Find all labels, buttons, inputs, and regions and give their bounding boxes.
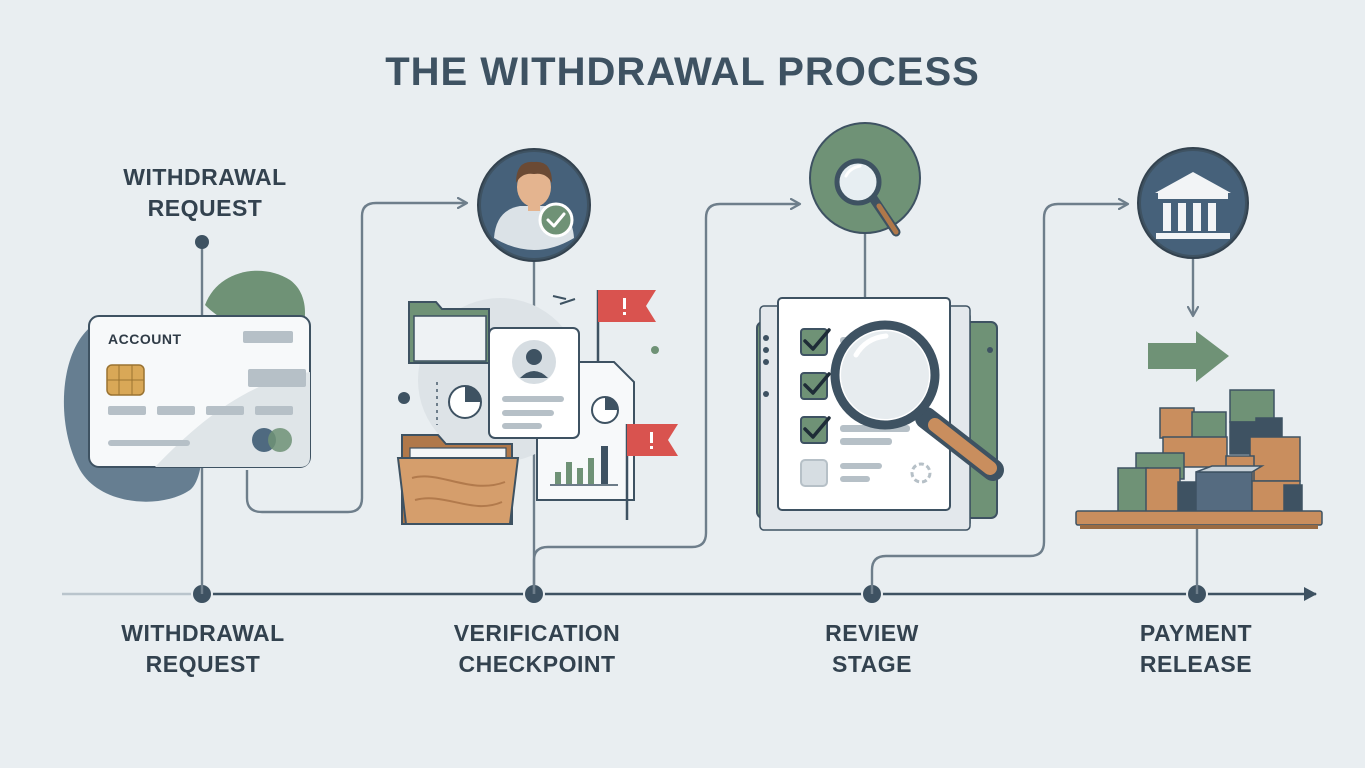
bank-icon (1137, 147, 1249, 259)
review-illustration (756, 297, 1004, 531)
account-card-label: ACCOUNT (108, 331, 182, 347)
warning-flag-icon (625, 424, 678, 520)
connectors (195, 203, 1197, 594)
timeline (62, 583, 1317, 605)
verification-illustration (396, 290, 678, 525)
warning-flag-icon (596, 290, 656, 363)
page-title: THE WITHDRAWAL PROCESS (385, 50, 980, 94)
withdrawal-request-callout: WITHDRAWAL REQUEST (123, 164, 287, 221)
stage-label-payment-release: PAYMENT RELEASE (1139, 620, 1253, 677)
stage-label-withdrawal-request: WITHDRAWAL REQUEST (121, 620, 285, 677)
payment-illustration (1075, 331, 1323, 529)
stage-label-review-stage: REVIEW STAGE (825, 620, 919, 677)
stage-label-verification-checkpoint: VERIFICATION CHECKPOINT (453, 620, 621, 677)
green-arrow-icon (1148, 331, 1229, 382)
account-card-illustration (63, 270, 311, 502)
user-check-icon (477, 148, 591, 262)
magnifier-icon (809, 122, 921, 237)
